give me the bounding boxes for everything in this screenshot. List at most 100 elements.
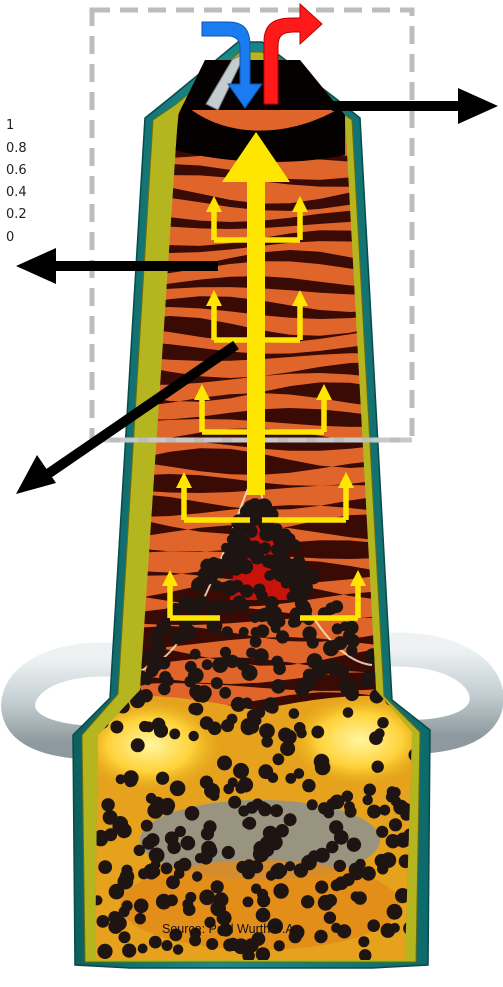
coke-particle — [261, 736, 273, 748]
coke-particle — [389, 818, 402, 831]
coke-particle — [118, 874, 134, 890]
coke-particle — [324, 894, 337, 907]
coke-particle — [213, 895, 226, 908]
coke-particle — [270, 804, 283, 817]
scale-label: 0 — [6, 231, 14, 244]
coke-particle — [264, 570, 275, 581]
coke-particle — [149, 936, 162, 949]
coke-particle — [228, 796, 241, 809]
coke-particle — [173, 944, 183, 954]
coke-particle — [296, 728, 306, 738]
coke-particle — [276, 630, 289, 643]
coke-particle — [146, 833, 160, 847]
coke-particle — [192, 871, 202, 881]
coke-particle — [258, 803, 271, 816]
coke-particle — [229, 527, 242, 540]
coke-particle — [372, 761, 384, 773]
coke-particle — [116, 774, 126, 784]
coke-particle — [204, 783, 220, 799]
coke-particle — [315, 760, 331, 776]
coke-particle — [191, 703, 204, 716]
coke-particle — [156, 620, 171, 635]
coke-particle — [189, 934, 201, 946]
coke-particle — [271, 656, 283, 668]
coke-particle — [267, 612, 283, 628]
coke-particle — [305, 569, 320, 584]
coke-particle — [213, 599, 227, 613]
coke-particle — [272, 532, 286, 546]
coke-particle — [139, 721, 150, 732]
coke-particle — [196, 689, 210, 703]
coke-particle — [233, 763, 249, 779]
coke-particle — [311, 726, 324, 739]
coke-particle — [301, 895, 314, 908]
coke-particle — [101, 798, 114, 811]
coke-particle — [260, 529, 272, 541]
coke-particle — [222, 626, 233, 637]
coke-particle — [253, 841, 268, 856]
coke-particle — [110, 721, 123, 734]
coke-particle — [280, 741, 295, 756]
coke-particle — [146, 793, 157, 804]
coke-particle — [230, 559, 244, 573]
coke-particle — [182, 899, 193, 910]
coke-particle — [349, 866, 364, 881]
coke-particle — [228, 777, 238, 787]
coke-particle — [284, 813, 297, 826]
coke-particle — [364, 784, 376, 796]
coke-particle — [273, 553, 285, 565]
coke-particle — [238, 805, 249, 816]
coke-particle — [108, 920, 122, 934]
coke-particle — [302, 675, 313, 686]
coke-particle — [200, 716, 214, 730]
coke-particle — [331, 879, 343, 891]
coke-particle — [185, 806, 200, 821]
scale-label: 0.8 — [6, 142, 27, 155]
coke-particle — [222, 580, 238, 596]
coke-particle — [285, 773, 296, 784]
coke-particle — [226, 655, 239, 668]
coke-particle — [289, 708, 300, 719]
coke-particle — [117, 823, 132, 838]
coke-particle — [242, 818, 252, 828]
coke-particle — [334, 830, 349, 845]
coke-particle — [250, 540, 261, 551]
source-credit: Source: Paul Wurth S.A. — [162, 922, 297, 936]
coke-particle — [135, 913, 146, 924]
coke-particle — [330, 600, 343, 613]
coke-particle — [387, 786, 398, 797]
coke-particle — [227, 714, 238, 725]
coke-particle — [217, 756, 232, 771]
coke-particle — [294, 863, 308, 877]
coke-particle — [119, 931, 131, 943]
coke-particle — [154, 724, 168, 738]
coke-particle — [346, 645, 357, 656]
coke-particle — [250, 860, 263, 873]
coke-particle — [227, 540, 238, 551]
coke-particle — [156, 894, 172, 910]
coke-particle — [337, 924, 351, 938]
coke-particle — [199, 890, 215, 906]
coke-particle — [257, 894, 270, 907]
coke-particle — [334, 860, 346, 872]
coke-particle — [203, 820, 216, 833]
coke-particle — [181, 836, 196, 851]
coke-particle — [358, 936, 369, 947]
coke-particle — [271, 679, 286, 694]
coke-particle — [236, 861, 248, 873]
coke-particle — [250, 636, 262, 648]
scale-label: 0.6 — [6, 164, 27, 177]
coke-particle — [158, 657, 171, 670]
coke-particle — [246, 720, 260, 734]
coke-particle — [156, 772, 169, 785]
coke-particle — [295, 597, 308, 610]
coke-particle — [198, 568, 211, 581]
coke-particle — [149, 848, 165, 864]
coke-particle — [188, 668, 204, 684]
coke-particle — [97, 944, 112, 959]
coke-particle — [190, 649, 201, 660]
coke-particle — [196, 599, 209, 612]
coke-particle — [387, 904, 403, 920]
coke-particle — [199, 851, 212, 864]
coke-particle — [97, 915, 110, 928]
